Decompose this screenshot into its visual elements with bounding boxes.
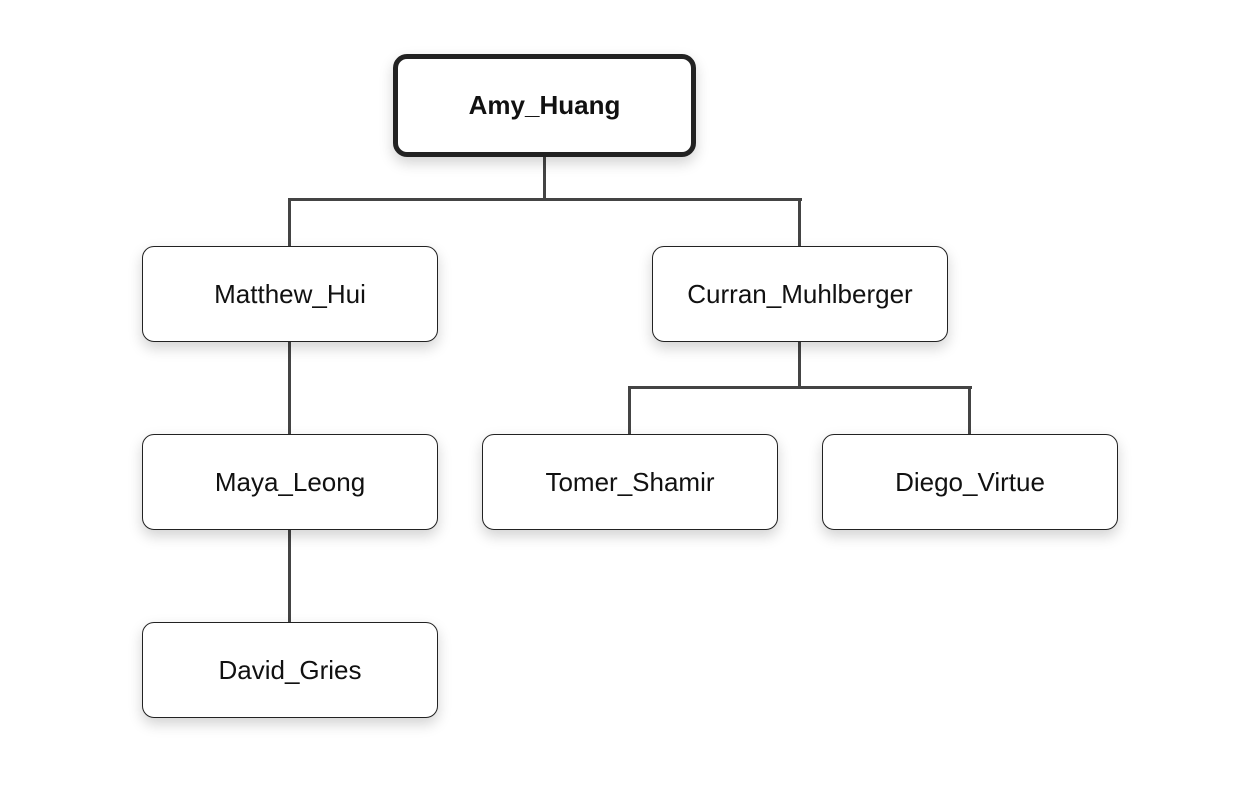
node-label: Amy_Huang [468, 90, 621, 120]
connector-root-horizontal [288, 198, 802, 201]
node-label: David_Gries [218, 654, 362, 685]
connector-curran-horizontal [628, 386, 972, 389]
connector-to-tomer [628, 386, 631, 434]
connector-matthew-maya [288, 342, 291, 434]
node-label: Matthew_Hui [214, 278, 366, 309]
node-diego-virtue[interactable]: Diego_Virtue [822, 434, 1118, 530]
node-label: Curran_Muhlberger [687, 278, 913, 309]
node-maya-leong[interactable]: Maya_Leong [142, 434, 438, 530]
node-label: Tomer_Shamir [545, 466, 715, 497]
connector-maya-david [288, 530, 291, 622]
connector-to-curran [798, 198, 801, 246]
node-curran-muhlberger[interactable]: Curran_Muhlberger [652, 246, 948, 342]
node-tomer-shamir[interactable]: Tomer_Shamir [482, 434, 778, 530]
node-label: Maya_Leong [214, 466, 366, 497]
node-david-gries[interactable]: David_Gries [142, 622, 438, 718]
node-label: Diego_Virtue [895, 466, 1045, 497]
node-amy-huang[interactable]: Amy_Huang [393, 54, 696, 157]
node-matthew-hui[interactable]: Matthew_Hui [142, 246, 438, 342]
connector-to-matthew [288, 198, 291, 246]
connector-root-down [543, 157, 546, 201]
connector-curran-down [798, 342, 801, 389]
connector-to-diego [968, 386, 971, 434]
